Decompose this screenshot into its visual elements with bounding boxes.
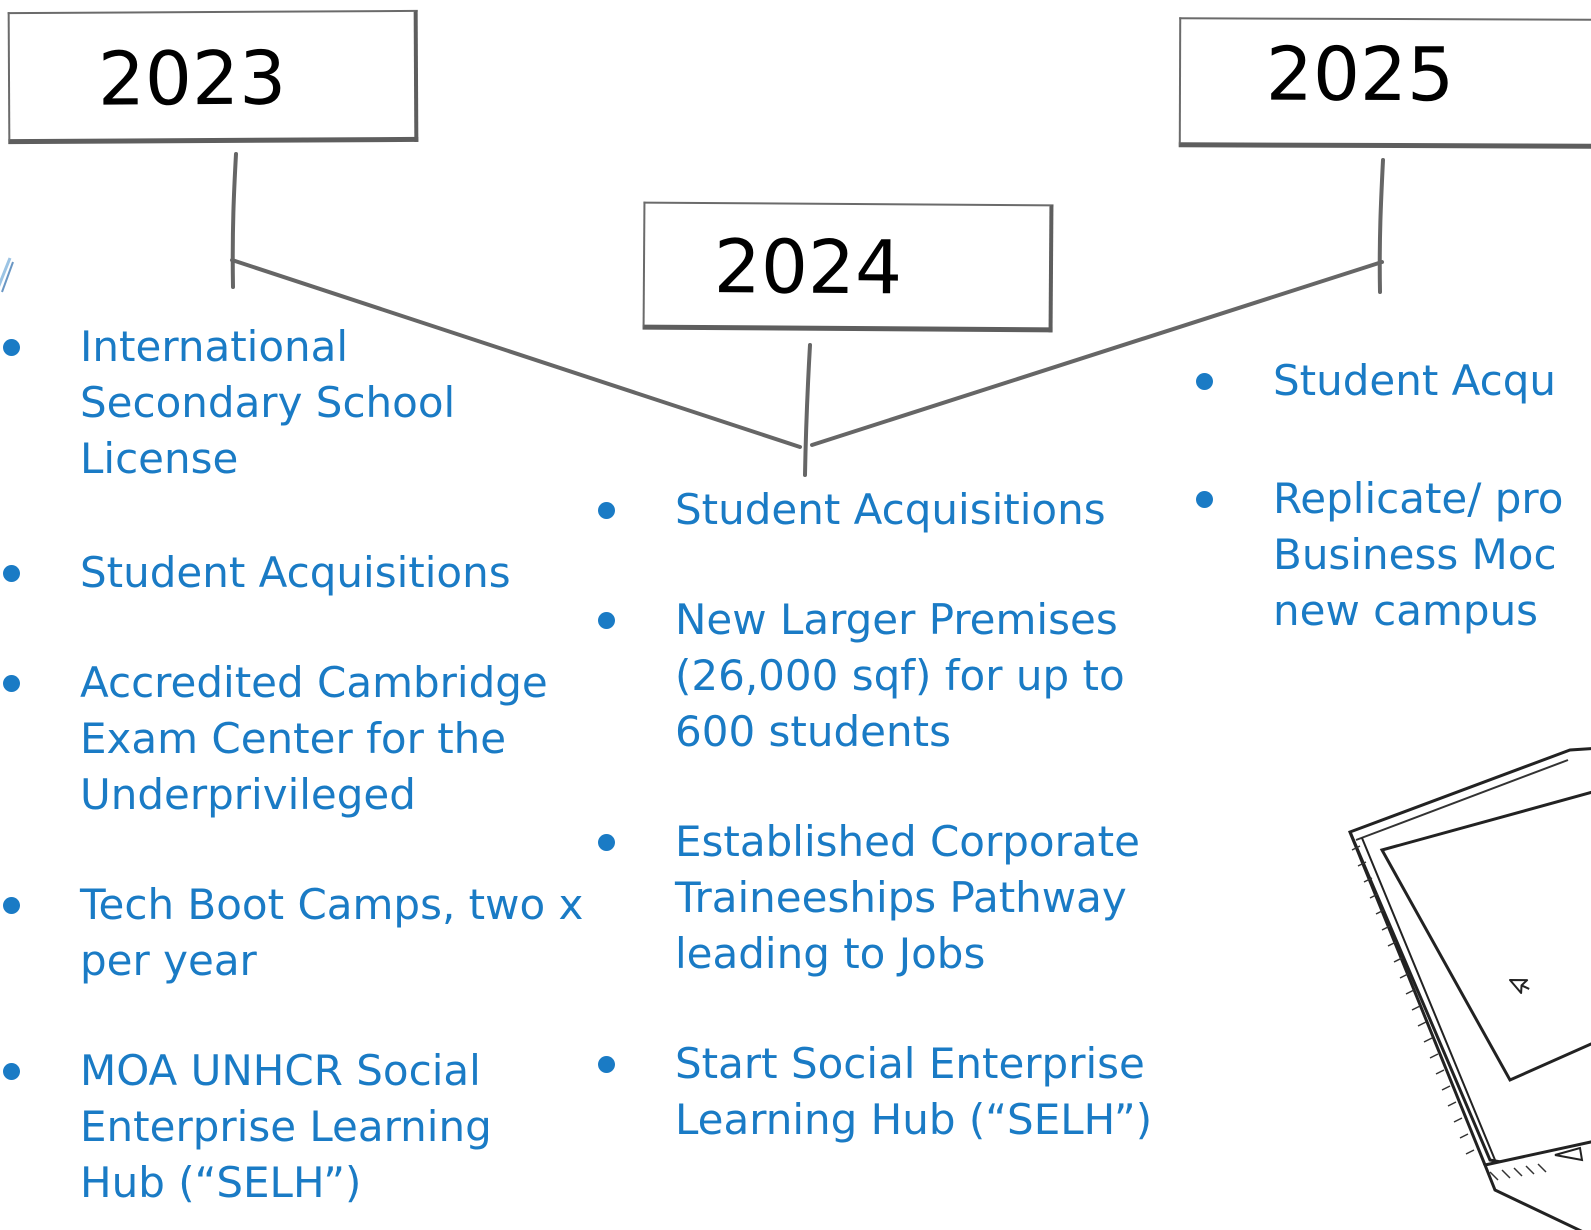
milestone-item: New Larger Premises (26,000 sqf) for up … xyxy=(595,592,1175,760)
year-box-2023: 2023 xyxy=(7,9,419,145)
year-box-2024: 2024 xyxy=(642,201,1054,333)
year-label-2023: 2023 xyxy=(97,35,287,123)
year-box-2025: 2025 xyxy=(1178,17,1591,149)
year-label-2024: 2024 xyxy=(713,223,903,311)
milestone-item: MOA UNHCR Social Enterprise Learning Hub… xyxy=(0,1043,550,1211)
milestone-item: Student Acquisitions xyxy=(0,545,600,601)
milestone-item: Start Social Enterprise Learning Hub (“S… xyxy=(595,1036,1195,1148)
connector-2025-stem xyxy=(1377,158,1385,294)
cursor-arrow-icon xyxy=(1509,979,1530,994)
connector-2023-stem xyxy=(230,152,238,289)
milestones-2023: International Secondary School License S… xyxy=(0,319,600,1211)
connector-2024-stem xyxy=(803,343,812,477)
milestone-item: Replicate/ pro Business Moc new campus xyxy=(1193,471,1591,639)
milestone-item: Student Acqu xyxy=(1193,353,1591,409)
milestone-item: International Secondary School License xyxy=(0,319,500,487)
milestones-2024: Student Acquisitions New Larger Premises… xyxy=(595,482,1195,1148)
left-edge-sketch-icon xyxy=(0,257,14,293)
laptop-sketch-icon xyxy=(1348,747,1591,1230)
year-label-2025: 2025 xyxy=(1265,31,1455,118)
milestone-item: Student Acquisitions xyxy=(595,482,1195,538)
milestone-item: Tech Boot Camps, two x per year xyxy=(0,877,600,989)
milestone-item: Established Corporate Traineeships Pathw… xyxy=(595,814,1195,982)
milestones-2025: Student Acqu Replicate/ pro Business Moc… xyxy=(1193,353,1591,639)
milestone-item: Accredited Cambridge Exam Center for the… xyxy=(0,655,600,823)
